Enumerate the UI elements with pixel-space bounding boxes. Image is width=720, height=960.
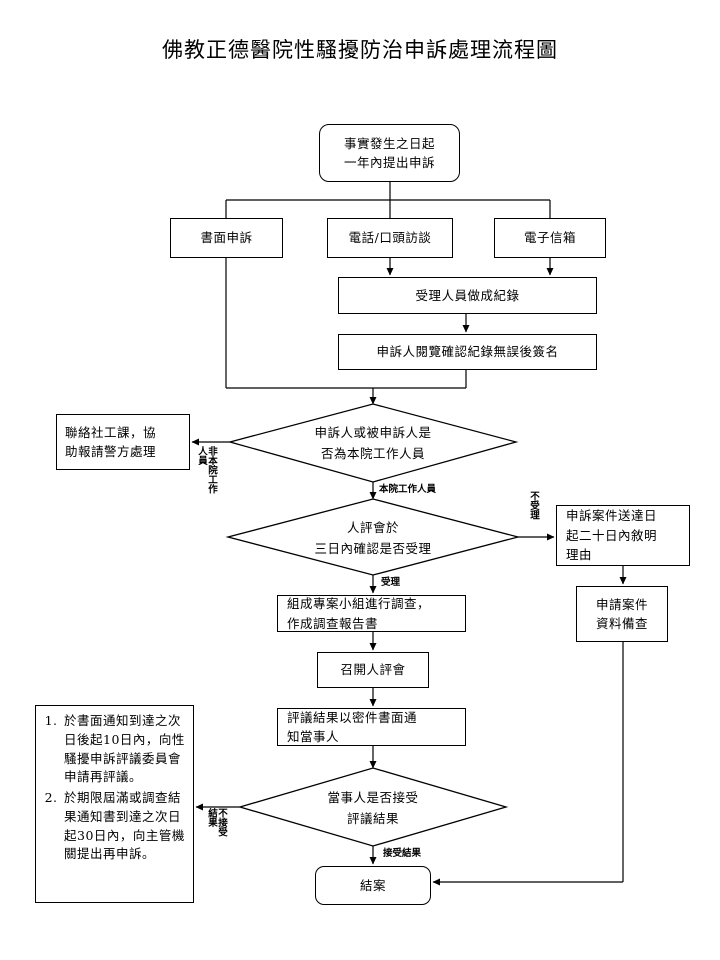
accept-decision-line-1: 人評會於 bbox=[346, 520, 399, 535]
label-not-accepted: 不受理 bbox=[527, 491, 539, 520]
is-staff-line-1: 申訴人或被申訴人是 bbox=[314, 425, 432, 440]
label-non-staff: 非本院工作人員 bbox=[195, 446, 217, 494]
appeal-item-1: 於書面通知到達之次日後起10日內，向性騷擾申訴評議委員會申請再評議。 bbox=[62, 712, 187, 787]
investigate-line-2: 作成調查報告書 bbox=[287, 615, 379, 631]
email-complaint-box: 電子信箱 bbox=[494, 218, 606, 258]
accept-decision-line-2: 三日內確認是否受理 bbox=[314, 541, 432, 557]
accept-result-line-1: 當事人是否接受 bbox=[327, 790, 419, 805]
appeal-box: 於書面通知到達之次日後起10日內，向性騷擾申訴評議委員會申請再評議。 於期限屆滿… bbox=[35, 705, 194, 903]
investigate-box: 組成專案小組進行調查， 作成調查報告書 bbox=[277, 595, 466, 632]
is-staff-line-2: 否為本院工作人員 bbox=[320, 446, 425, 462]
written-complaint-label: 書面申訴 bbox=[200, 230, 253, 246]
meeting-label: 召開人評會 bbox=[340, 662, 406, 678]
label-accepted: 受理 bbox=[381, 577, 401, 588]
start-line-2: 一年內提出申訴 bbox=[343, 155, 435, 170]
label-accept-result: 接受結果 bbox=[383, 848, 422, 859]
social-line-2: 助報請警方處理 bbox=[65, 444, 157, 459]
start-line-1: 事實發生之日起 bbox=[343, 135, 435, 151]
notify-result-box: 評議結果以密件書面通 知當事人 bbox=[277, 708, 466, 746]
social-line-1: 聯絡社工課，協 bbox=[65, 424, 157, 440]
label-staff: 本院工作人員 bbox=[379, 484, 437, 495]
sign-label: 申訴人閱覽確認紀錄無誤後簽名 bbox=[376, 344, 559, 360]
is-staff-text: 申訴人或被申訴人是 否為本院工作人員 bbox=[290, 422, 456, 465]
phone-complaint-label: 電話/口頭訪談 bbox=[348, 230, 432, 246]
record-box: 受理人員做成紀錄 bbox=[338, 277, 597, 314]
archive-box: 申請案件 資料備查 bbox=[576, 586, 668, 642]
notify-reject-line-2: 起二十日內敘明 bbox=[566, 527, 658, 543]
notify-result-line-1: 評議結果以密件書面通 bbox=[287, 709, 418, 725]
accept-decision-diamond bbox=[225, 498, 521, 576]
notify-reject-line-1: 申訴案件送達日 bbox=[566, 508, 658, 524]
meeting-box: 召開人評會 bbox=[317, 652, 429, 688]
archive-line-2: 資料備查 bbox=[595, 616, 648, 631]
record-label: 受理人員做成紀錄 bbox=[415, 287, 520, 303]
end-box: 結案 bbox=[315, 866, 431, 905]
start-box: 事實發生之日起 一年內提出申訴 bbox=[319, 124, 460, 182]
label-not-accept-result: 不接受結果 bbox=[205, 808, 227, 837]
notify-reject-line-3: 理由 bbox=[566, 547, 593, 563]
phone-complaint-box: 電話/口頭訪談 bbox=[327, 218, 453, 258]
notify-reject-box: 申訴案件送達日 起二十日內敘明 理由 bbox=[556, 505, 690, 566]
end-label: 結案 bbox=[359, 877, 386, 893]
page-title: 佛教正德醫院性騷擾防治申訴處理流程圖 bbox=[162, 38, 558, 62]
social-work-box: 聯絡社工課，協 助報請警方處理 bbox=[56, 414, 190, 470]
investigate-line-1: 組成專案小組進行調查， bbox=[287, 596, 431, 612]
accept-decision-text: 人評會於 三日內確認是否受理 bbox=[288, 517, 458, 560]
accept-result-text: 當事人是否接受 評議結果 bbox=[303, 787, 443, 830]
notify-result-line-2: 知當事人 bbox=[287, 729, 340, 744]
appeal-item-2: 於期限屆滿或調查結果通知書到達之次日起30日內，向主管機關提出再申訴。 bbox=[62, 789, 187, 864]
email-complaint-label: 電子信箱 bbox=[523, 230, 576, 246]
accept-result-diamond bbox=[237, 767, 509, 847]
sign-box: 申訴人閱覽確認紀錄無誤後簽名 bbox=[338, 334, 597, 370]
is-staff-diamond bbox=[227, 403, 519, 483]
accept-result-line-2: 評議結果 bbox=[346, 811, 399, 827]
written-complaint-box: 書面申訴 bbox=[170, 218, 283, 258]
archive-line-1: 申請案件 bbox=[595, 596, 648, 612]
appeal-list: 於書面通知到達之次日後起10日內，向性騷擾申訴評議委員會申請再評議。 於期限屆滿… bbox=[38, 712, 187, 866]
